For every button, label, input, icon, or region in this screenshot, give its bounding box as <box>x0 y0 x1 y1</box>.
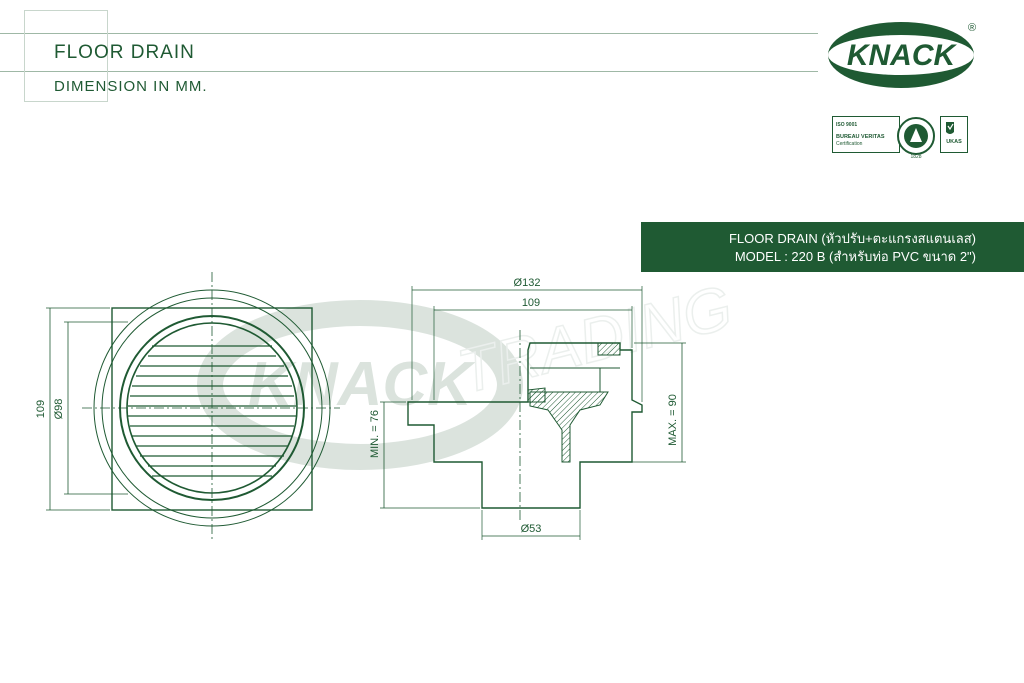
watermark-text: KNACK <box>248 350 476 419</box>
seal-year: 1828 <box>910 154 921 160</box>
certification-label: Certification <box>836 141 863 147</box>
dim-side-132: Ø132 <box>514 277 541 289</box>
logo-text: KNACK <box>847 39 958 72</box>
header-rule-box-top <box>24 10 108 11</box>
dim-side-53: Ø53 <box>521 523 542 535</box>
dim-top-109: 109 <box>35 400 47 418</box>
header-rule-right <box>107 10 108 102</box>
product-banner: FLOOR DRAIN (หัวปรับ+ตะแกรงสแตนเลส) MODE… <box>641 222 1024 272</box>
header-rule-left <box>24 10 25 102</box>
bureau-veritas-label: BUREAU VERITAS <box>836 134 885 140</box>
product-name: FLOOR DRAIN (หัวปรับ+ตะแกรงสแตนเลส) <box>728 231 976 246</box>
product-model: MODEL : 220 B (สำหรับท่อ PVC ขนาด 2") <box>734 249 976 264</box>
dim-side-max: MAX. = 90 <box>667 394 679 446</box>
ukas-label: UKAS <box>946 139 962 145</box>
side-view <box>380 286 686 540</box>
dim-side-min: MIN. = 76 <box>369 410 381 458</box>
certification-badges: ISO 9001 BUREAU VERITAS Certification 18… <box>832 116 968 160</box>
knack-logo: KNACK <box>828 22 974 88</box>
page-title: FLOOR DRAIN <box>54 42 195 63</box>
bureau-veritas-seal-icon: 1828 <box>897 117 935 160</box>
top-view <box>46 272 340 540</box>
dim-side-109: 109 <box>522 297 540 309</box>
page-subtitle: DIMENSION IN MM. <box>54 78 208 95</box>
ukas-badge-icon: UKAS <box>940 116 968 153</box>
iso-label: ISO 9001 <box>836 122 857 128</box>
watermark-subtext: TRADING <box>451 273 738 407</box>
header-rule-middle <box>0 71 818 72</box>
header-rule-box-bottom <box>24 101 108 102</box>
header-rule-top <box>0 33 818 34</box>
watermark: KNACK TRADING <box>197 272 739 470</box>
dim-top-98: Ø98 <box>53 399 65 420</box>
registered-mark: ® <box>968 22 977 34</box>
